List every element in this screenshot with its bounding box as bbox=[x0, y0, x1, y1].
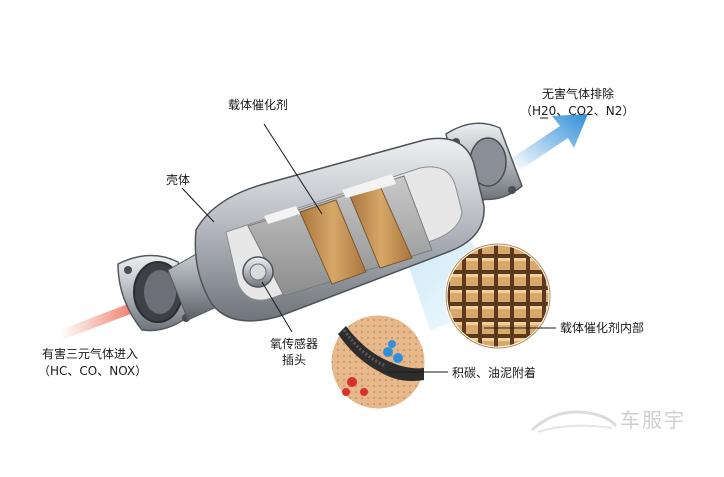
intake-label-line1: 有害三元气体进入 bbox=[42, 347, 139, 361]
oxygen-sensor-boss bbox=[242, 256, 274, 288]
catalyst-label: 载体催化剂 bbox=[228, 98, 289, 112]
deposits-label: 积碳、油泥附着 bbox=[452, 366, 537, 380]
leader-catalyst bbox=[263, 123, 323, 215]
deposits-detail bbox=[328, 312, 428, 412]
watermark-text: 车服宇 bbox=[620, 408, 686, 432]
watermark-logo bbox=[530, 410, 618, 433]
shell-label: 壳体 bbox=[166, 173, 191, 187]
sensor-label-line2: 插头 bbox=[282, 353, 307, 367]
sensor-label-line1: 氧传感器 bbox=[270, 337, 319, 351]
catalyst-block bbox=[247, 174, 433, 297]
catalyst-inner-label: 载体催化剂内部 bbox=[560, 321, 645, 335]
exhaust-arrow bbox=[512, 114, 588, 170]
leader-lines bbox=[181, 117, 556, 373]
honeycomb-detail bbox=[444, 242, 552, 350]
leader-shell bbox=[181, 187, 215, 223]
exhaust-label-line2: （H20、CO2、N2） bbox=[520, 104, 635, 118]
exhaust-label-line1: 无害气体排除 bbox=[542, 87, 615, 101]
leader-sensor bbox=[261, 281, 293, 333]
intake-label-line2: （HC、CO、NOX） bbox=[38, 364, 148, 378]
